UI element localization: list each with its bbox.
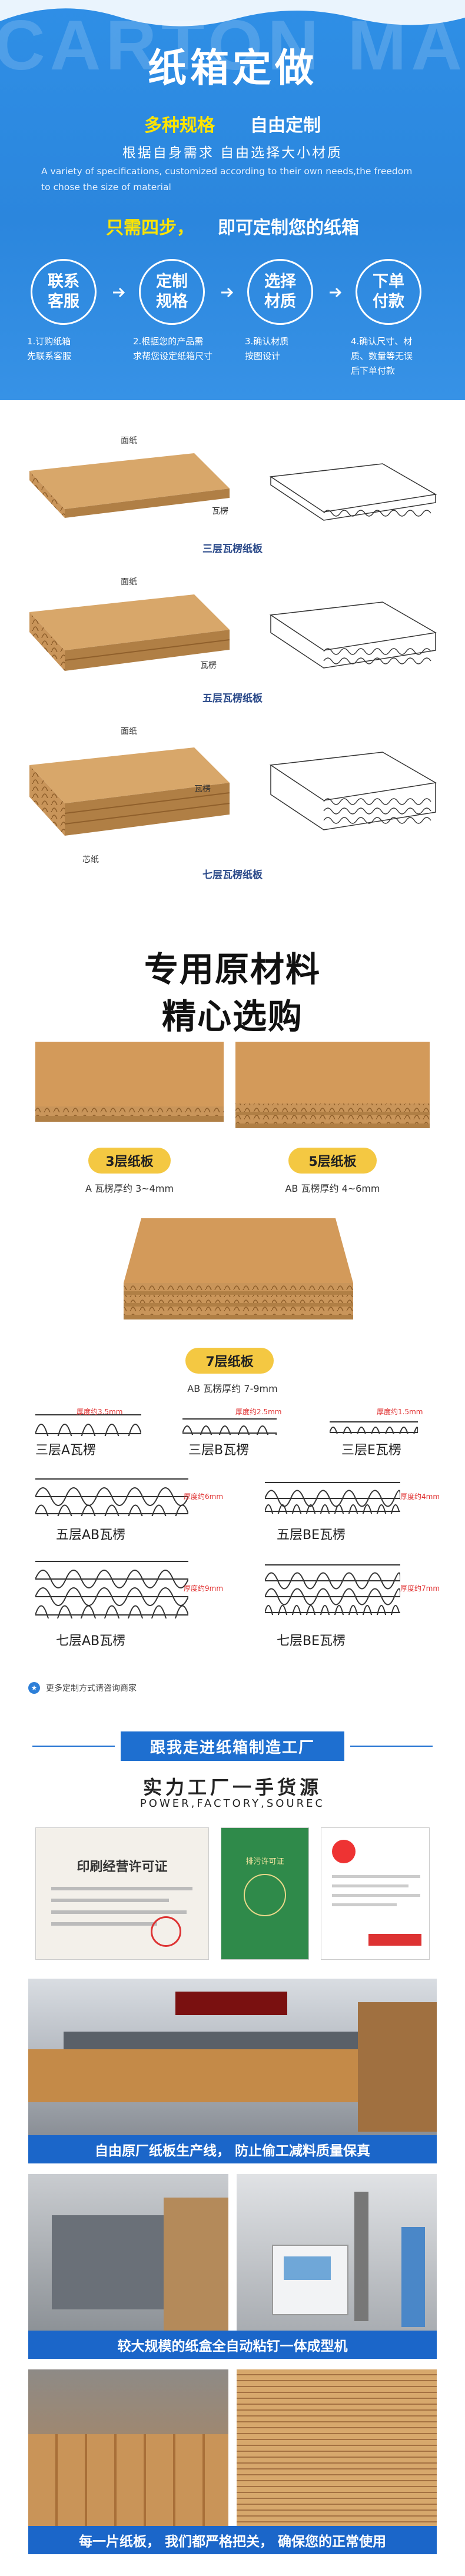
hero-subline: 根据自身需求 自由选择大小材质 bbox=[122, 145, 343, 161]
registration-certificate bbox=[321, 1827, 430, 1960]
three-layer-caption: 三层瓦楞纸板 bbox=[202, 543, 263, 555]
emission-permit-certificate: 排污许可证 bbox=[221, 1827, 309, 1960]
red-seal bbox=[151, 1916, 181, 1947]
flute-3b-drawing bbox=[182, 1418, 277, 1435]
three-layer-thickness: A 瓦楞厚约 3~4mm bbox=[85, 1183, 174, 1194]
steps-heading-rest: 即可定制您的纸箱 bbox=[218, 218, 359, 238]
carton-stack-photo bbox=[28, 2369, 228, 2526]
step-4-circle: 下单 付款 bbox=[356, 259, 421, 325]
custom-note: ★ 更多定制方式请咨询商家 bbox=[28, 1682, 137, 1694]
hero-headline-custom: 自由定制 bbox=[250, 115, 321, 136]
production-line-caption: 自由原厂纸板生产线， 防止偷工减料质量保真 bbox=[28, 2135, 437, 2163]
logo-icon bbox=[332, 1840, 356, 1863]
testing-machine-photo bbox=[237, 2174, 437, 2331]
factory-banner: 跟我走进纸箱制造工厂 bbox=[32, 1731, 433, 1761]
label-face-paper: 面纸 bbox=[121, 436, 137, 446]
three-layer-board-sample bbox=[35, 1042, 224, 1122]
flute-7be-label: 七层BE瓦楞 bbox=[277, 1634, 346, 1648]
label-flute: 瓦楞 bbox=[194, 785, 211, 794]
flute-3b-label: 三层B瓦楞 bbox=[188, 1443, 250, 1458]
flute-3a-thickness: 厚度约3.5mm bbox=[77, 1408, 123, 1416]
flute-3e-label: 三层E瓦楞 bbox=[341, 1443, 401, 1458]
materials-subtitle: 精心选购 bbox=[161, 996, 303, 1036]
gluing-machine-caption: 较大规模的纸盒全自动粘钉一体成型机 bbox=[28, 2331, 437, 2359]
seven-layer-board-sample bbox=[124, 1218, 353, 1319]
five-layer-thickness: AB 瓦楞厚约 4~6mm bbox=[285, 1183, 380, 1194]
flute-5be-drawing bbox=[265, 1482, 400, 1514]
custom-note-text: 更多定制方式请咨询商家 bbox=[46, 1684, 137, 1693]
label-flute: 瓦楞 bbox=[212, 507, 228, 516]
flute-3a-label: 三层A瓦楞 bbox=[35, 1443, 97, 1458]
flute-3a-drawing bbox=[35, 1414, 141, 1436]
step-2-desc: 2.根据您的产品需 求帮您设定纸箱尺寸 bbox=[133, 336, 213, 361]
five-layer-pill: 5层纸板 bbox=[288, 1148, 377, 1174]
five-layer-board-sample bbox=[235, 1042, 430, 1128]
materials-title: 专用原材料 bbox=[144, 949, 321, 989]
label-flute: 瓦楞 bbox=[200, 661, 217, 670]
label-face-paper: 面纸 bbox=[121, 727, 137, 736]
production-line-photo bbox=[28, 1979, 437, 2135]
hero-watermark: CARTON MADE bbox=[0, 6, 465, 85]
seven-layer-line-drawing bbox=[269, 752, 437, 830]
flute-7be-thickness: 厚度约7mm bbox=[400, 1584, 440, 1593]
step-3-desc: 3.确认材质 按图设计 bbox=[245, 336, 289, 361]
steps-heading-four: 只需四步， bbox=[106, 218, 194, 238]
flute-3b-thickness: 厚度约2.5mm bbox=[235, 1408, 282, 1416]
factory-subtitle: POWER,FACTORY,SOUREC bbox=[140, 1797, 326, 1810]
hero-section: CARTON MADE 纸箱定做 多种规格 自由定制 根据自身需求 自由选择大小材… bbox=[0, 0, 465, 400]
five-layer-line-drawing bbox=[269, 601, 437, 669]
printing-license-title: 印刷经营许可证 bbox=[77, 1860, 168, 1874]
step-3-circle: 选择 材质 bbox=[247, 259, 313, 325]
wave-decoration bbox=[0, 0, 465, 26]
flute-5be-thickness: 厚度约4mm bbox=[400, 1493, 440, 1501]
flute-7ab-drawing bbox=[35, 1561, 188, 1618]
quality-caption: 每一片纸板， 我们都严格把关， 确保您的正常使用 bbox=[28, 2526, 437, 2554]
label-face-paper: 面纸 bbox=[121, 577, 137, 587]
seven-layer-board-diagram: 面纸 瓦楞 芯纸 七层瓦楞纸板 bbox=[0, 712, 465, 889]
flute-7ab-thickness: 厚度约9mm bbox=[184, 1584, 224, 1593]
printing-license-certificate: 印刷经营许可证 bbox=[35, 1827, 209, 1960]
flute-7be-drawing bbox=[265, 1564, 400, 1615]
hero-steps-heading: 只需四步， 即可定制您的纸箱 bbox=[0, 213, 465, 239]
three-layer-pill: 3层纸板 bbox=[88, 1148, 171, 1174]
board-stack-photo bbox=[237, 2369, 437, 2526]
seven-layer-caption: 七层瓦楞纸板 bbox=[202, 869, 263, 881]
step-1-circle: 联系 客服 bbox=[31, 259, 97, 325]
seven-layer-board-photo bbox=[29, 747, 230, 836]
emission-permit-title: 排污许可证 bbox=[245, 1857, 284, 1866]
flute-5ab-thickness: 厚度约6mm bbox=[184, 1493, 224, 1501]
arrow-right-icon bbox=[330, 287, 342, 298]
factory-title: 实力工厂一手货源 bbox=[142, 1776, 322, 1799]
hero-english: A variety of specifications, customized … bbox=[41, 166, 413, 192]
three-layer-board-photo bbox=[29, 453, 230, 518]
flute-5ab-label: 五层AB瓦楞 bbox=[56, 1528, 126, 1543]
hero-headline: 多种规格 自由定制 bbox=[0, 111, 465, 137]
five-layer-caption: 五层瓦楞纸板 bbox=[202, 693, 263, 704]
five-layer-board-diagram: 面纸 瓦楞 五层瓦楞纸板 bbox=[0, 565, 465, 706]
label-core-paper: 芯纸 bbox=[82, 855, 99, 865]
arrow-right-icon bbox=[221, 287, 234, 298]
arrow-right-icon bbox=[113, 287, 125, 298]
three-layer-board-diagram: 面纸 瓦楞 三层瓦楞纸板 bbox=[0, 424, 465, 559]
flute-7ab-label: 七层AB瓦楞 bbox=[56, 1634, 126, 1648]
info-icon: ★ bbox=[28, 1682, 40, 1694]
five-layer-board-photo bbox=[29, 594, 230, 671]
flute-3e-drawing bbox=[330, 1421, 418, 1434]
step-4-desc: 4.确认尺寸、材 质、数量等无误 后下单付款 bbox=[351, 336, 413, 376]
emblem-icon bbox=[244, 1874, 286, 1916]
flute-5ab-drawing bbox=[35, 1478, 188, 1516]
flute-3e-thickness: 厚度约1.5mm bbox=[377, 1408, 423, 1416]
step-1-desc: 1.订购纸箱 先联系客服 bbox=[27, 336, 72, 361]
step-2-circle: 定制 规格 bbox=[139, 259, 205, 325]
printing-machine-photo bbox=[28, 2174, 228, 2331]
hero-headline-variety: 多种规格 bbox=[144, 115, 215, 136]
three-layer-line-drawing bbox=[269, 463, 437, 521]
flute-5be-label: 五层BE瓦楞 bbox=[277, 1528, 346, 1543]
seven-layer-thickness: AB 瓦楞厚约 7-9mm bbox=[187, 1383, 278, 1394]
seven-layer-pill: 7层纸板 bbox=[185, 1348, 274, 1374]
hero-title: 纸箱定做 bbox=[148, 45, 317, 91]
